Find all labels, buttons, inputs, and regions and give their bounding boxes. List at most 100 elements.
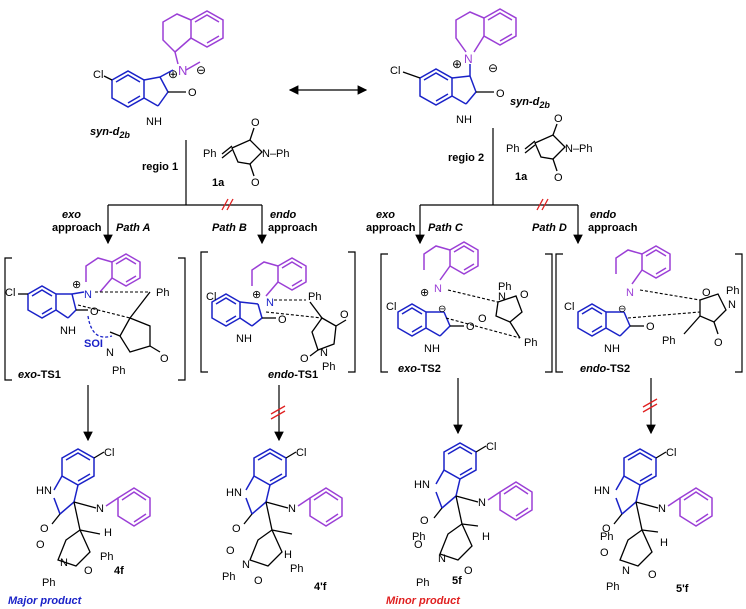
svg-text:O: O (278, 314, 287, 326)
svg-text:N–Ph: N–Ph (262, 148, 290, 160)
svg-text:Ph: Ph (606, 581, 619, 593)
svg-text:HN: HN (36, 485, 52, 497)
svg-text:O: O (464, 565, 473, 577)
path-b-label: Path B (212, 222, 247, 234)
svg-text:O: O (340, 309, 349, 321)
exo-ts2-label: exo-TS2 (398, 363, 441, 375)
svg-text:O: O (414, 539, 423, 551)
svg-text:N: N (464, 52, 473, 66)
svg-text:Cl: Cl (564, 301, 574, 313)
syn-d2b-left-label: syn-d2b (90, 126, 130, 140)
endo-label-left: endo (270, 209, 297, 221)
svg-text:NH: NH (604, 343, 620, 355)
svg-text:H: H (284, 549, 292, 561)
svg-text:⊖: ⊖ (196, 63, 206, 77)
dipolarophile-left: Ph O O N–Ph 1a (203, 117, 290, 189)
svg-text:1a: 1a (212, 177, 225, 189)
svg-text:NH: NH (456, 114, 472, 126)
svg-text:Ph: Ph (322, 361, 335, 373)
svg-text:O: O (714, 337, 723, 349)
svg-text:O: O (520, 289, 529, 301)
svg-text:O: O (84, 565, 93, 577)
svg-text:O: O (554, 172, 563, 184)
svg-text:NH: NH (60, 325, 76, 337)
product-4pf-label: 4'f (314, 581, 327, 593)
svg-text:N: N (84, 289, 92, 301)
product-5pf-label: 5'f (676, 583, 689, 595)
svg-text:Ph: Ph (726, 285, 739, 297)
svg-text:1a: 1a (515, 171, 528, 183)
svg-text:O: O (226, 545, 235, 557)
ts-exo-ts1: N ⊕ O NH Cl Ph O N Ph SOI exo-TS1 (4, 253, 186, 381)
svg-text:⊕: ⊕ (252, 289, 261, 301)
svg-text:N: N (728, 299, 736, 311)
svg-text:NH: NH (146, 116, 162, 128)
ts-endo-ts1: N ⊕ O NH Cl Ph O O N Ph endo-TS1 (200, 251, 356, 381)
svg-text:O: O (496, 88, 505, 100)
svg-text:O: O (254, 575, 263, 587)
major-product-caption: Major product (8, 595, 83, 607)
svg-text:O: O (648, 569, 657, 581)
product-4f-label: 4f (114, 565, 124, 577)
svg-text:Ph: Ph (308, 291, 321, 303)
svg-text:N: N (242, 559, 250, 571)
svg-text:Ph: Ph (290, 563, 303, 575)
svg-text:Ph: Ph (524, 337, 537, 349)
svg-text:O: O (646, 321, 655, 333)
svg-text:N: N (434, 283, 442, 295)
svg-text:N: N (266, 297, 274, 309)
path-d-label: Path D (532, 222, 567, 234)
svg-text:approach: approach (588, 222, 638, 234)
svg-text:N: N (96, 503, 104, 515)
svg-text:⊖: ⊖ (488, 61, 498, 75)
product-4pf: Cl HN O N H O O N Ph Ph 4'f (222, 447, 343, 593)
svg-text:Ph: Ph (222, 571, 235, 583)
svg-text:N: N (288, 503, 296, 515)
svg-text:N: N (626, 287, 634, 299)
svg-text:⊕: ⊕ (420, 287, 429, 299)
svg-text:Ph: Ph (498, 281, 511, 293)
svg-text:O: O (420, 515, 429, 527)
exo-ts1-label: exo-TS1 (18, 369, 61, 381)
syn-d2b-right-label: syn-d2b (510, 96, 550, 110)
svg-text:Cl: Cl (296, 447, 306, 459)
svg-text:N: N (438, 553, 446, 565)
product-5pf: Cl HN O N H O O N Ph Ph 5'f (594, 447, 713, 595)
svg-text:NH: NH (236, 333, 252, 345)
branch-right (415, 128, 583, 245)
svg-text:O: O (40, 523, 49, 535)
regio-2-label: regio 2 (448, 152, 484, 164)
svg-text:N: N (478, 497, 486, 509)
svg-text:O: O (251, 117, 260, 129)
svg-text:O: O (554, 113, 563, 125)
svg-text:Ph: Ph (42, 577, 55, 589)
soi-label: SOI (84, 338, 103, 350)
svg-text:approach: approach (366, 222, 416, 234)
svg-text:O: O (478, 313, 487, 325)
svg-text:Ph: Ph (662, 335, 675, 347)
svg-text:Ph: Ph (100, 551, 113, 563)
svg-text:O: O (466, 321, 475, 333)
product-4f: Cl HN O N H O O N Ph Ph 4f Major product (8, 447, 151, 607)
endo-ts2-label: endo-TS2 (580, 363, 630, 375)
svg-text:⊕: ⊕ (168, 67, 178, 81)
reactant-left: N ⊕ ⊖ O NH Cl syn-d2b (90, 10, 224, 140)
product-5f: Cl HN O N H O O N Ph Ph 5f Minor product (386, 441, 533, 607)
product-5f-label: 5f (452, 575, 462, 587)
svg-text:⊖: ⊖ (438, 304, 446, 315)
svg-text:O: O (600, 547, 609, 559)
svg-text:O: O (251, 177, 260, 189)
svg-text:Cl: Cl (104, 447, 114, 459)
svg-text:N: N (622, 565, 630, 577)
svg-text:Ph: Ph (112, 365, 125, 377)
exo-label-right: exo (376, 209, 395, 221)
svg-text:O: O (300, 353, 309, 365)
svg-text:Ph: Ph (506, 143, 519, 155)
svg-text:HN: HN (594, 485, 610, 497)
svg-text:O: O (36, 539, 45, 551)
svg-text:O: O (188, 87, 197, 99)
down-arrows (83, 378, 658, 442)
svg-text:Ph: Ph (203, 148, 216, 160)
svg-text:N: N (498, 291, 506, 303)
svg-text:Ph: Ph (600, 531, 613, 543)
